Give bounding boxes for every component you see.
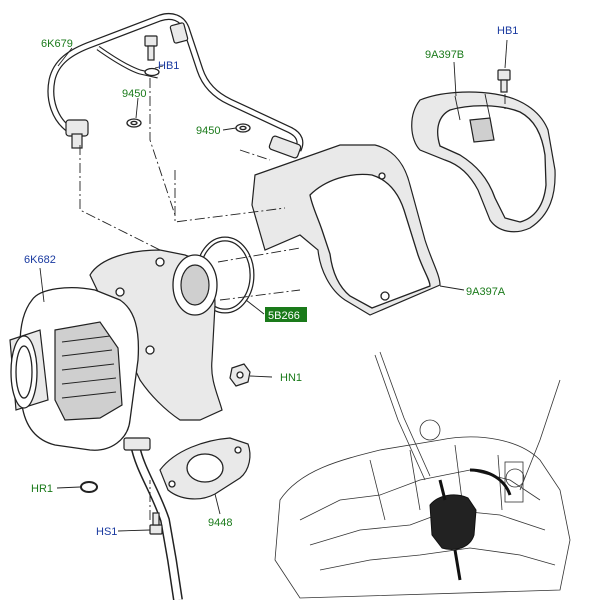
assembly-lines — [79, 78, 506, 520]
label-5b266[interactable]: 5B266 — [268, 310, 300, 322]
label-hs1[interactable]: HS1 — [96, 526, 117, 538]
label-9450-upper[interactable]: 9450 — [122, 88, 146, 100]
bolt-hb1-right[interactable] — [497, 69, 511, 93]
label-hb1-top-right[interactable]: HB1 — [497, 25, 518, 37]
bolt-hs1[interactable] — [149, 512, 163, 535]
oil-feed-pipe[interactable] — [47, 12, 304, 159]
oring-hr1[interactable] — [80, 481, 98, 493]
label-hn1[interactable]: HN1 — [280, 372, 302, 384]
label-9448[interactable]: 9448 — [208, 517, 232, 529]
engine-location-inset — [274, 351, 571, 599]
label-9a397a[interactable]: 9A397A — [466, 286, 506, 298]
label-9450-lower[interactable]: 9450 — [196, 125, 220, 137]
bolt-hb1-middle[interactable] — [144, 35, 160, 77]
leader-lines — [39, 39, 508, 532]
label-6k682[interactable]: 6K682 — [24, 254, 56, 266]
label-hb1-middle[interactable]: HB1 — [158, 60, 179, 72]
heat-shield-upper[interactable] — [411, 91, 556, 233]
label-6k679[interactable]: 6K679 — [41, 38, 73, 50]
heat-shield-lower[interactable] — [251, 144, 441, 316]
label-9a397b[interactable]: 9A397B — [425, 49, 464, 61]
turbocharger[interactable] — [9, 249, 223, 451]
nut-hn1[interactable] — [229, 363, 251, 387]
oil-drain-pipe[interactable] — [123, 437, 183, 600]
washer-upper[interactable] — [126, 118, 142, 128]
label-hr1[interactable]: HR1 — [31, 483, 53, 495]
callout-labels: 6K679 HB1 HB1 9A397B 9450 9450 6K682 9A3… — [24, 25, 518, 538]
label-5b266-box — [265, 307, 307, 322]
washer-lower[interactable] — [235, 123, 251, 133]
drain-gasket-9448[interactable] — [159, 437, 251, 500]
